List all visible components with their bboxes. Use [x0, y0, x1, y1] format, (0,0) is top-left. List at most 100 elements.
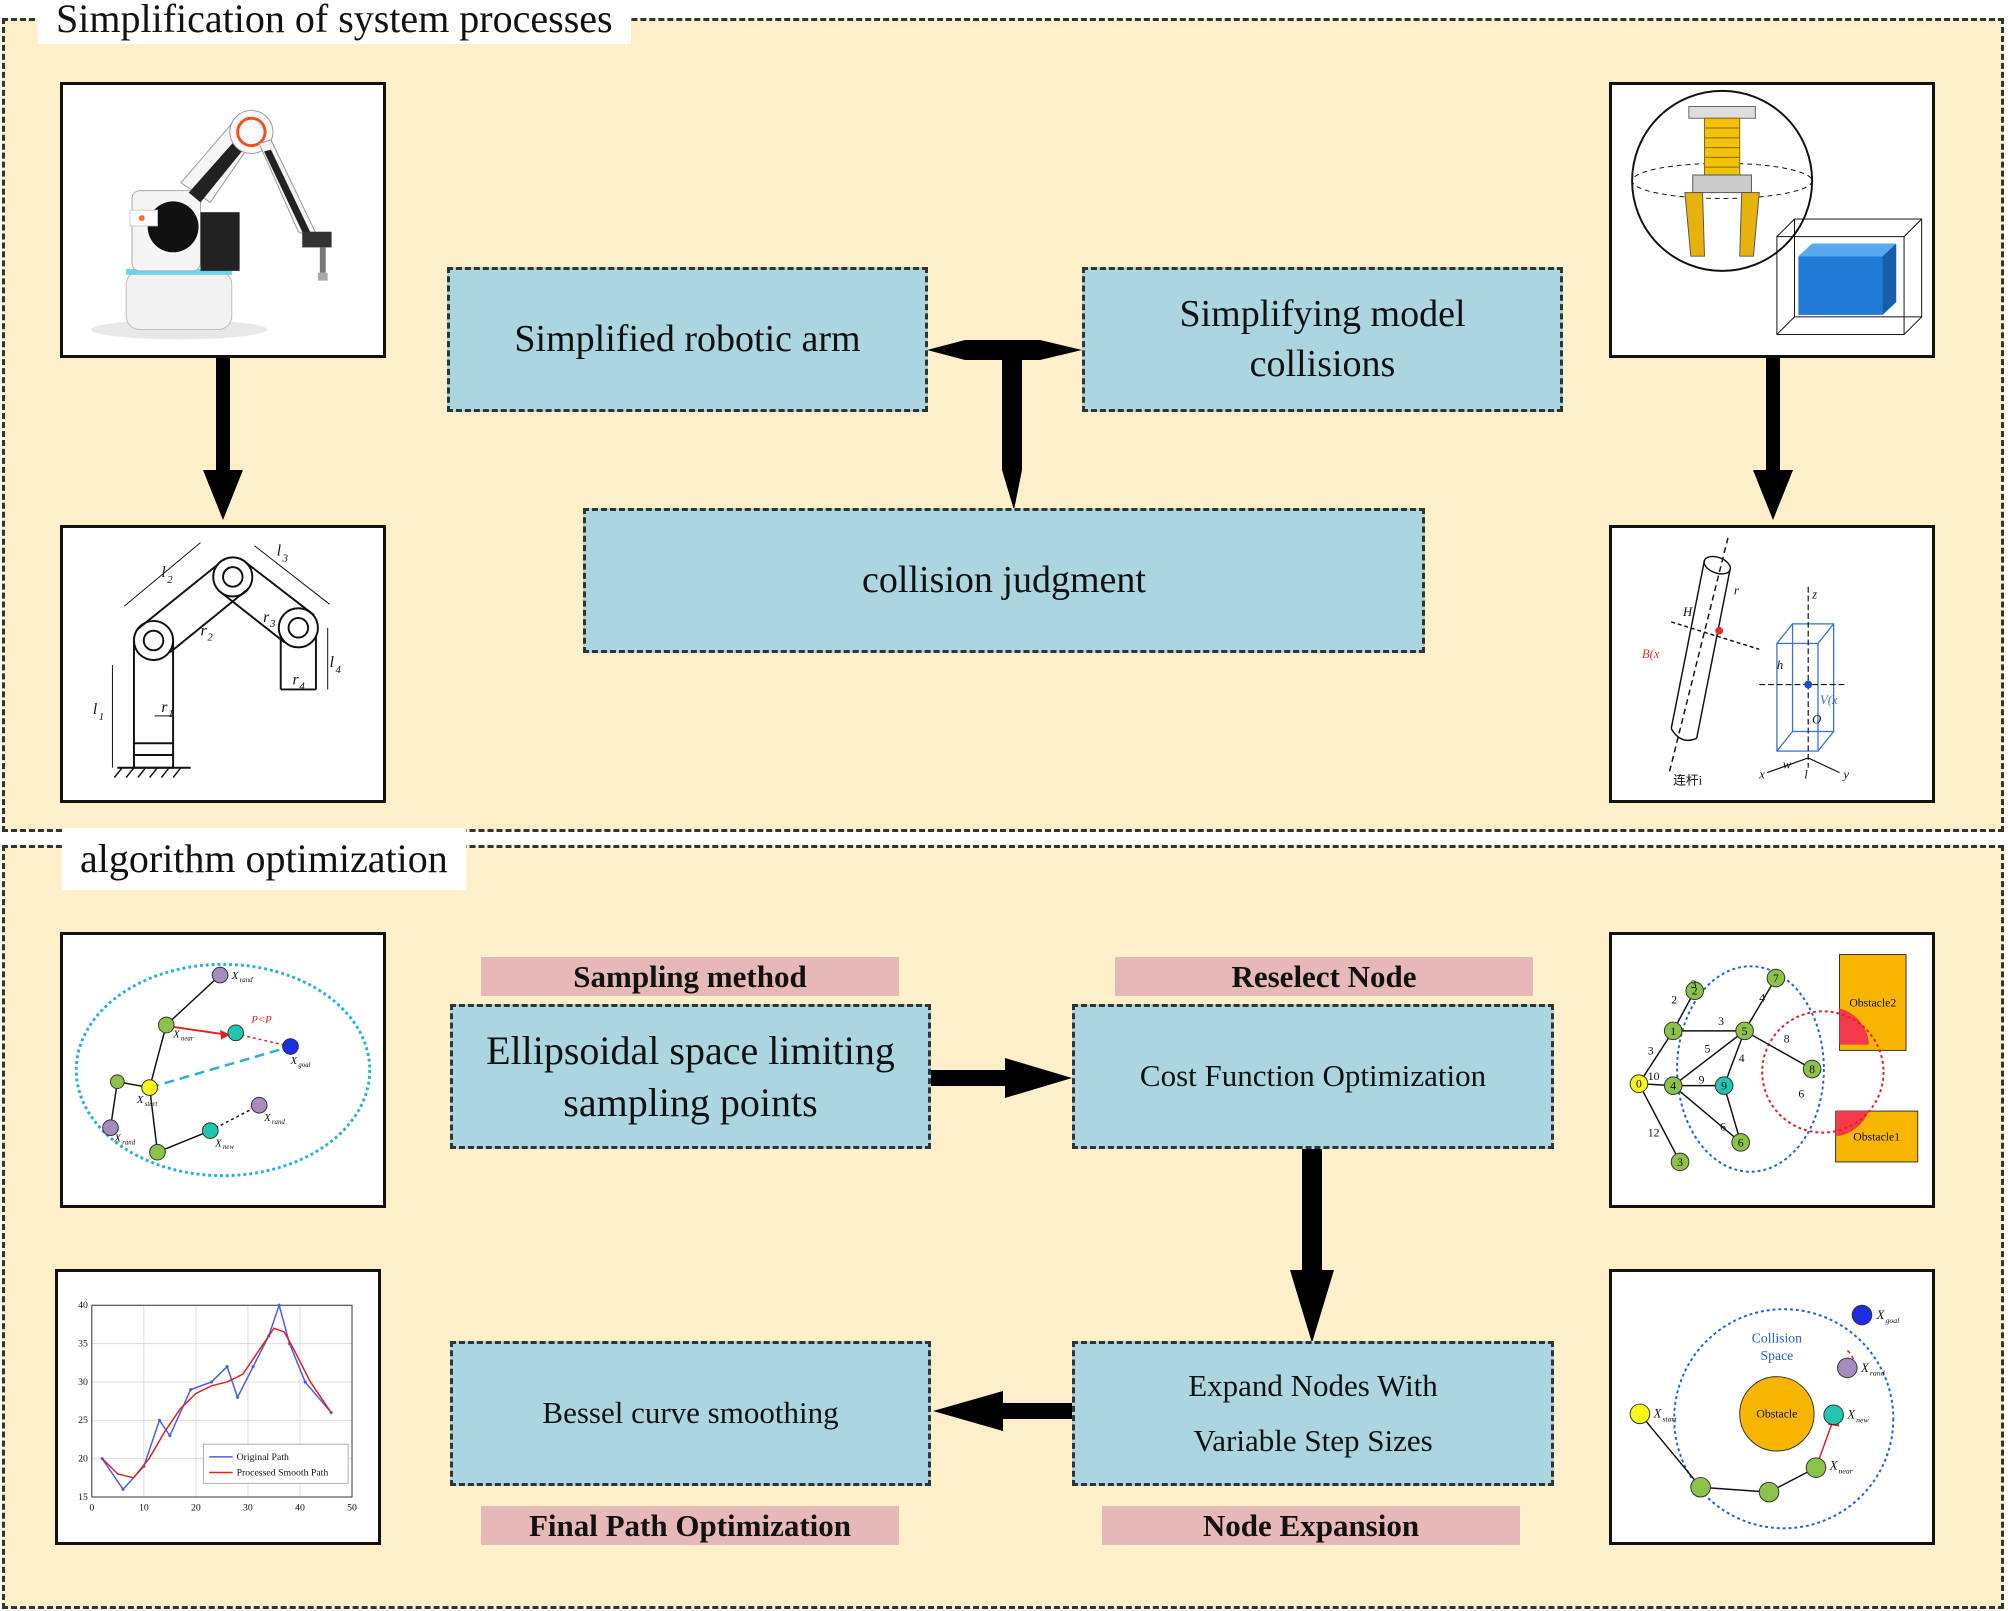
svg-text:3: 3 — [269, 618, 275, 630]
svg-text:6: 6 — [1738, 1136, 1744, 1149]
arrow-t-connector — [927, 340, 1082, 510]
node-expansion-tag: Node Expansion — [1102, 1506, 1520, 1545]
svg-text:new: new — [223, 1144, 234, 1151]
arrow-left-down — [203, 358, 243, 520]
label-l1: l — [93, 701, 97, 718]
svg-text:3: 3 — [1718, 1015, 1724, 1028]
gripper-photo — [1609, 82, 1935, 358]
svg-text:连杆i: 连杆i — [1673, 772, 1702, 787]
sampling-method-tag: Sampling method — [481, 957, 899, 996]
y-tick-label: 35 — [78, 1339, 88, 1350]
svg-text:near: near — [1839, 1467, 1854, 1476]
x-tick-label: 50 — [347, 1503, 357, 1514]
svg-text:X: X — [214, 1137, 222, 1149]
label-l4: l — [330, 654, 334, 671]
svg-text:start: start — [145, 1101, 159, 1108]
svg-text:rand: rand — [240, 977, 253, 984]
svg-text:X: X — [231, 970, 239, 982]
arrow-cost-to-expand — [1290, 1148, 1334, 1343]
svg-text:8: 8 — [1784, 1033, 1790, 1046]
reselect-node-tag: Reselect Node — [1115, 957, 1533, 996]
collision-judgment-box: collision judgment — [583, 508, 1425, 653]
svg-text:3: 3 — [1677, 1156, 1683, 1169]
svg-text:5: 5 — [1705, 1042, 1711, 1055]
obstacle2-label: Obstacle2 — [1849, 996, 1896, 1009]
svg-text:x: x — [1758, 767, 1765, 781]
svg-text:2: 2 — [167, 574, 173, 586]
svg-text:X: X — [1653, 1407, 1663, 1421]
svg-text:3: 3 — [282, 552, 288, 564]
label-v-point: V(x — [1820, 693, 1838, 707]
arrow-ellipsoidal-to-cost — [930, 1058, 1072, 1098]
svg-text:4: 4 — [1739, 1052, 1745, 1065]
x-tick-label: 30 — [243, 1503, 253, 1514]
svg-text:y: y — [1841, 767, 1849, 781]
svg-text:4: 4 — [299, 680, 305, 692]
svg-text:7: 7 — [1773, 972, 1779, 985]
ellipsoidal-sampling-box: Ellipsoidal space limiting sampling poin… — [450, 1004, 931, 1149]
data-point — [251, 1365, 255, 1369]
label-r2: r — [200, 623, 207, 640]
svg-text:4: 4 — [1670, 1080, 1676, 1093]
svg-text:4: 4 — [1759, 992, 1765, 1005]
svg-text:1: 1 — [1670, 1025, 1676, 1038]
svg-text:Space: Space — [1761, 1348, 1794, 1363]
y-tick-label: 20 — [78, 1454, 88, 1465]
x-tick-label: 20 — [191, 1503, 201, 1514]
section-title-algorithm: algorithm optimization — [62, 828, 466, 890]
svg-text:2: 2 — [1692, 985, 1698, 998]
svg-text:8: 8 — [1809, 1063, 1815, 1076]
y-tick-label: 15 — [78, 1492, 88, 1503]
data-point — [303, 1380, 307, 1384]
svg-text:6: 6 — [1720, 1121, 1726, 1134]
expand-nodes-box: Expand Nodes With Variable Step Sizes — [1072, 1341, 1554, 1486]
arrow-right-down — [1753, 358, 1793, 520]
data-point — [168, 1434, 172, 1438]
svg-text:Collision: Collision — [1752, 1330, 1802, 1345]
svg-text:r: r — [1734, 584, 1739, 598]
svg-text:2: 2 — [1671, 993, 1677, 1006]
svg-text:12: 12 — [1648, 1127, 1660, 1140]
svg-text:10: 10 — [1648, 1070, 1660, 1083]
arrow-expand-to-bessel — [933, 1391, 1075, 1431]
x-tick-label: 0 — [89, 1503, 94, 1514]
bessel-curve-smoothing-box: Bessel curve smoothing — [450, 1341, 931, 1486]
legend-box — [202, 1443, 349, 1484]
plot-area-border — [91, 1304, 353, 1498]
svg-text:rand: rand — [122, 1139, 135, 1146]
x-tick-label: 40 — [295, 1503, 305, 1514]
cost-function-optimization-box: Cost Function Optimization — [1072, 1004, 1554, 1149]
svg-text:P<P: P<P — [250, 1014, 272, 1026]
simplifying-model-collisions-box: Simplifying model collisions — [1082, 267, 1563, 412]
svg-text:h: h — [1777, 658, 1783, 672]
data-point — [235, 1395, 240, 1399]
svg-text:9: 9 — [1699, 1074, 1705, 1087]
svg-text:l: l — [1804, 767, 1808, 781]
data-point — [209, 1380, 214, 1384]
svg-text:start: start — [1662, 1415, 1677, 1424]
robot-arm-photo — [60, 82, 386, 358]
svg-text:goal: goal — [298, 1062, 310, 1069]
obstacle1-label: Obstacle1 — [1853, 1130, 1900, 1143]
legend-label-0: Original Path — [237, 1452, 289, 1463]
svg-text:new: new — [1856, 1416, 1869, 1425]
svg-text:goal: goal — [1885, 1316, 1899, 1325]
svg-text:X: X — [136, 1094, 144, 1106]
svg-text:1: 1 — [168, 708, 173, 720]
svg-text:9: 9 — [1721, 1080, 1727, 1093]
y-tick-label: 40 — [78, 1300, 88, 1311]
gripper-icon — [1631, 89, 1923, 335]
svg-text:H: H — [1682, 605, 1693, 619]
label-r1: r — [161, 699, 168, 716]
x-tick-label: 10 — [139, 1503, 149, 1514]
svg-text:2: 2 — [207, 632, 213, 644]
series-line-1 — [101, 1327, 332, 1479]
simplified-robotic-arm-box: Simplified robotic arm — [447, 267, 928, 412]
label-l3: l — [277, 542, 281, 559]
svg-text:5: 5 — [1742, 1025, 1748, 1038]
